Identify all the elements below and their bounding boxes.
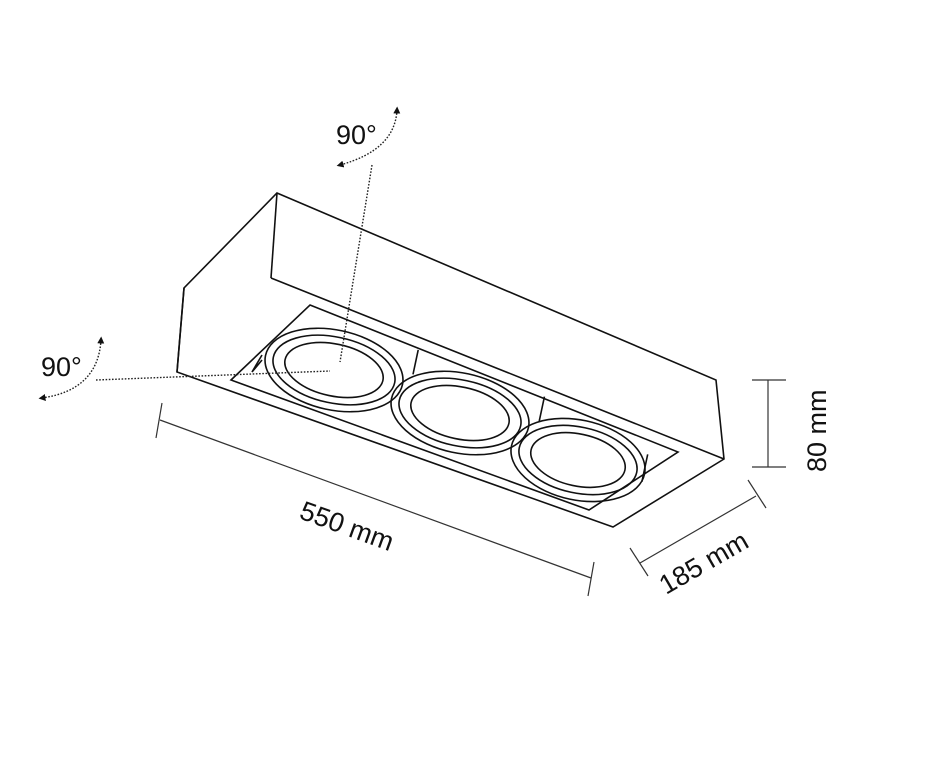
vertical-rotation-axis xyxy=(339,164,373,363)
length-dimension xyxy=(155,402,595,597)
lamp-1 xyxy=(264,327,404,413)
width-label: 185 mm xyxy=(654,525,753,600)
height-dimension xyxy=(752,379,786,468)
rotation-arrow-top-icon xyxy=(336,106,401,168)
horizontal-rotation-axis xyxy=(95,370,331,381)
rotation-top-label: 90° xyxy=(336,120,377,150)
lamp-3 xyxy=(510,396,649,503)
lamp-recess-plate xyxy=(229,304,680,511)
lamp-2 xyxy=(390,349,530,456)
length-label: 550 mm xyxy=(296,495,398,557)
fixture-housing xyxy=(176,192,725,528)
height-label: 80 mm xyxy=(802,389,832,472)
width-dimension xyxy=(629,479,767,577)
rotation-arrow-side-icon xyxy=(38,336,105,401)
rotation-side-label: 90° xyxy=(41,352,82,382)
